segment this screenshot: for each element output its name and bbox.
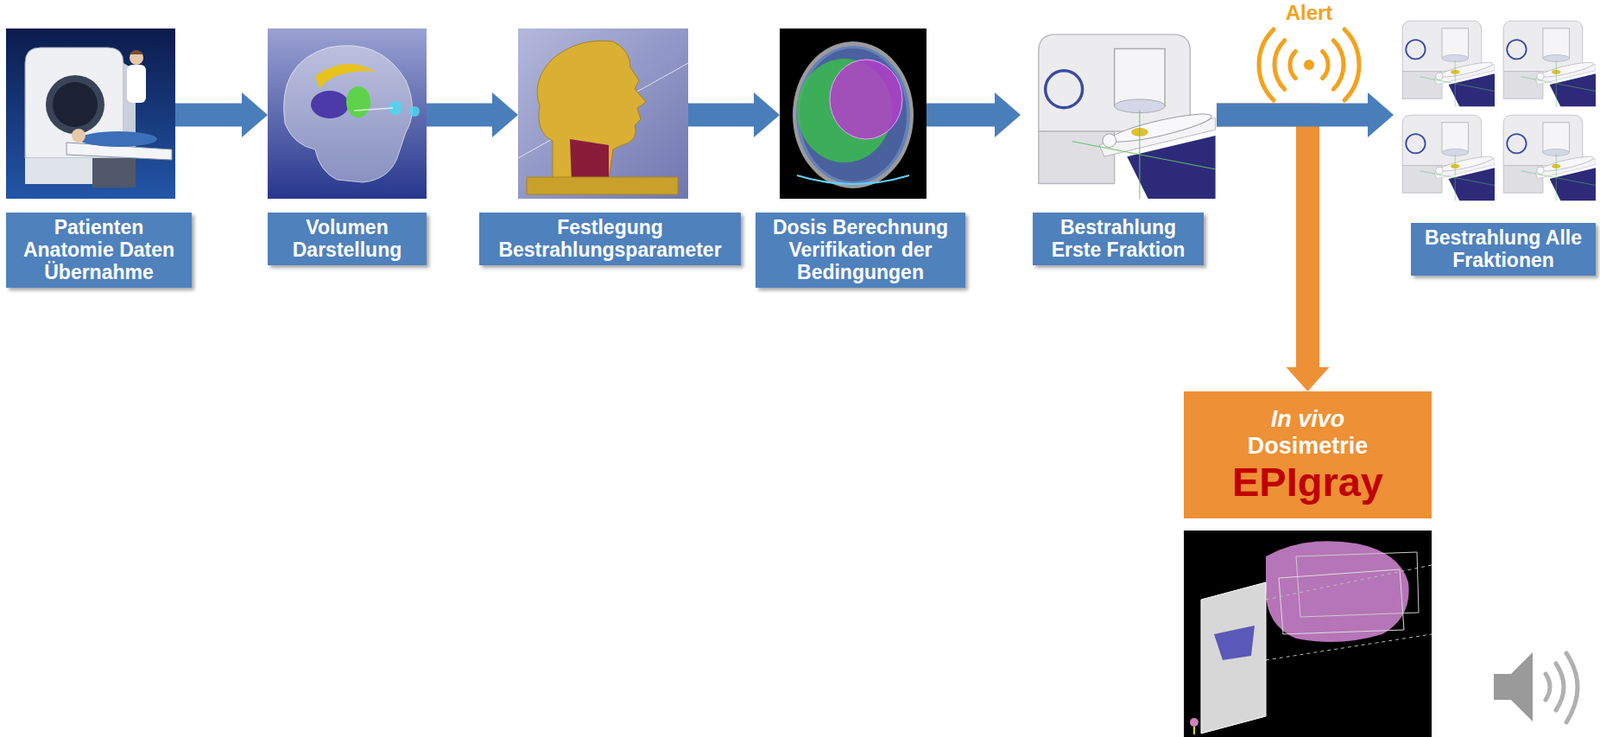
alert-signal-icon-part — [1322, 50, 1329, 78]
alert-signal-icon-part — [1258, 29, 1274, 101]
epid-dosimetry-render-part — [1265, 564, 1432, 600]
linac-all-fractions-part — [1503, 20, 1596, 107]
alert-signal-icon-part — [1303, 59, 1315, 70]
epid-dosimetry-render-part — [1265, 540, 1410, 642]
flow-arrow — [926, 103, 995, 127]
epid-dosimetry-render-part — [1214, 625, 1255, 660]
skull-volume-render-part — [354, 107, 393, 111]
process-step: Bestrahlung Erste Fraktion — [1020, 28, 1217, 269]
dose-distribution-ct-part — [796, 45, 911, 184]
dosimetry-text: Dosimetrie — [1247, 432, 1369, 460]
dose-distribution-ct-part — [796, 175, 910, 184]
step-label: Bestrahlung Alle Fraktionen — [1410, 222, 1596, 276]
ct-scanner-photo-part — [79, 131, 158, 147]
epid-dosimetry-render-part — [1193, 726, 1196, 734]
alert-label: Alert — [1245, 1, 1373, 25]
speaker-icon-part — [1555, 663, 1564, 710]
skull-volume-render-part — [284, 45, 413, 183]
speaker-icon-part — [1493, 651, 1533, 721]
skull-volume-render-part — [310, 90, 349, 119]
epid-dosimetry-render — [1183, 530, 1432, 737]
step-label: Dosis Berechnung Verifikation der Beding… — [755, 212, 966, 288]
step-label: Bestrahlung Erste Fraktion — [1032, 212, 1204, 266]
process-step: Festlegung Bestrahlungsparameter — [518, 28, 689, 269]
alert-signal-icon-part — [1290, 50, 1296, 78]
speaker-icon — [1493, 651, 1578, 722]
alert-signal-icon-part — [1333, 40, 1344, 90]
flow-arrow — [426, 103, 493, 127]
dosimetry-text: In vivo — [1271, 405, 1346, 433]
epid-dosimetry-render-part — [1265, 633, 1432, 660]
head-surface-render — [518, 28, 689, 199]
ct-scanner-photo-part — [129, 50, 144, 65]
skull-volume-render-part — [409, 106, 420, 117]
step-label: Volumen Darstellung — [267, 212, 427, 266]
linac-all-fractions — [1402, 20, 1596, 201]
linac-all-fractions-part — [1402, 114, 1495, 201]
skull-volume-render-part — [267, 28, 427, 199]
epid-dosimetry-render-part — [1183, 530, 1432, 737]
linac-first-fraction — [1038, 34, 1216, 199]
process-step: Patienten Anatomie Daten Übernahme — [6, 28, 176, 291]
skull-volume-render-part — [315, 63, 376, 89]
process-step: Bestrahlung Alle Fraktionen — [1393, 15, 1596, 279]
ct-scanner-photo-part — [52, 82, 98, 127]
skull-volume-render-part — [346, 86, 371, 118]
flow-arrow — [688, 103, 754, 127]
speaker-icon-part — [1545, 673, 1550, 700]
alert-signal-icon — [1258, 29, 1360, 101]
epid-dosimetry-render-part — [1201, 581, 1266, 734]
dosimetry-box: In vivoDosimetrieEPIgray — [1183, 391, 1432, 519]
epid-dosimetry-render-part — [1296, 551, 1419, 617]
dose-distribution-ct — [779, 28, 927, 199]
flow-arrow — [175, 103, 242, 127]
head-surface-render-part — [569, 139, 609, 183]
head-surface-render-part — [518, 28, 689, 199]
alert-signal-icon-part — [1274, 40, 1285, 90]
step-label: Festlegung Bestrahlungsparameter — [479, 212, 741, 266]
process-step: Volumen Darstellung — [267, 28, 427, 269]
ct-scanner-photo-part — [92, 158, 136, 188]
skull-volume-render — [267, 28, 427, 199]
ct-scanner-photo-part — [45, 75, 105, 134]
alert-label-holder: Alert — [1245, 1, 1373, 25]
step-label: Patienten Anatomie Daten Übernahme — [6, 212, 192, 288]
ct-scanner-photo-part — [6, 28, 176, 199]
ct-scanner-photo-part — [126, 64, 146, 103]
process-step: Dosis Berechnung Verifikation der Beding… — [779, 28, 927, 291]
dosimetry-text: EPIgray — [1232, 459, 1384, 505]
linac-all-fractions-part — [1402, 20, 1495, 107]
dose-distribution-ct-part — [829, 59, 903, 140]
speaker-icon-part — [1566, 652, 1578, 722]
linac-all-fractions-part — [1503, 114, 1596, 201]
dose-distribution-ct-part — [792, 41, 914, 189]
dose-distribution-ct-part — [779, 28, 927, 199]
ct-scanner-photo-part — [71, 128, 86, 143]
linac-first-fraction-part — [1038, 34, 1216, 199]
ct-scanner-photo — [6, 28, 176, 199]
ct-scanner-photo-part — [129, 50, 144, 55]
alert-signal-icon-part — [1344, 29, 1360, 101]
epid-dosimetry-render-part — [1189, 717, 1199, 727]
flow-arrow — [1216, 103, 1368, 127]
flow-arrow — [1216, 114, 1309, 367]
head-surface-render-part — [526, 177, 678, 195]
